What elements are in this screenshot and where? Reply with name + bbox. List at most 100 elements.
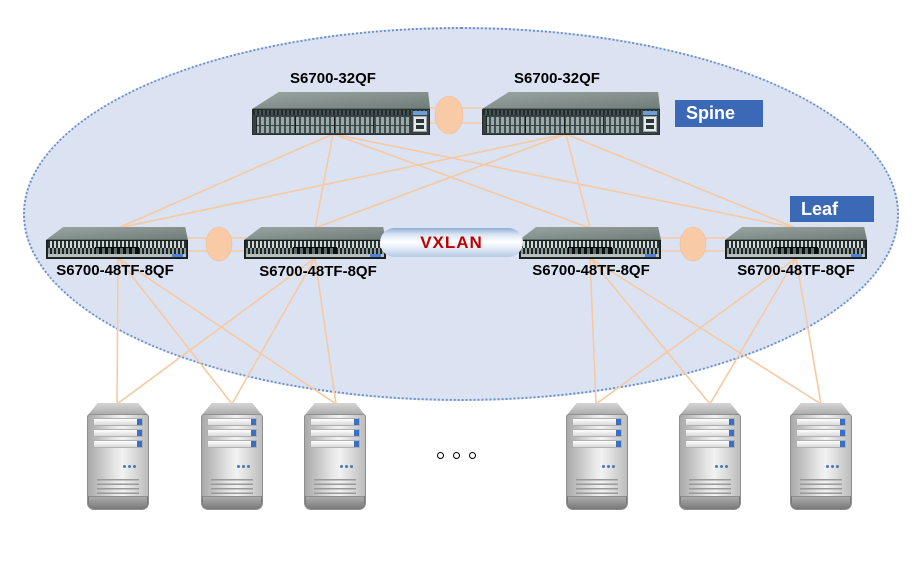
drive-bay: [796, 418, 846, 426]
drive-bay: [685, 418, 735, 426]
drive-bay: [207, 429, 257, 437]
rj45-port-row: [521, 241, 659, 248]
link-aggregation-connector: [679, 226, 707, 262]
link-aggregation-connector: [434, 95, 464, 135]
ellipsis-icon: [437, 452, 476, 459]
server-icon: [566, 403, 628, 523]
sfp-port-row: [727, 247, 865, 257]
sfp-port-row: [48, 247, 186, 257]
switch-top-face: [244, 227, 386, 240]
server-base: [88, 496, 148, 509]
switch-front-face: [244, 240, 386, 259]
brand-strip: [643, 111, 657, 115]
server-icon: [679, 403, 741, 523]
spine-switch-icon: [252, 92, 430, 135]
leaf-switch-label: S6700-48TF-8QF: [56, 262, 174, 279]
leaf-switch-icon: [244, 227, 386, 259]
server-base: [791, 496, 851, 509]
brand-chip: [645, 254, 656, 257]
server-top-cap: [88, 403, 148, 415]
spine-switch-label: S6700-32QF: [290, 70, 376, 87]
qsfp-block: [774, 247, 818, 257]
rj45-port-row: [727, 241, 865, 248]
rj45-port-row: [246, 241, 384, 248]
leaf-switch-label: S6700-48TF-8QF: [532, 262, 650, 279]
server-body: [566, 414, 628, 510]
drive-bay: [685, 440, 735, 448]
brand-chip: [851, 254, 862, 257]
server-body: [790, 414, 852, 510]
switch-front-face: [725, 240, 867, 259]
server-top-cap: [680, 403, 740, 415]
spine-switch-label: S6700-32QF: [514, 70, 600, 87]
leaf-tier-tag: Leaf: [790, 196, 874, 222]
server-top-cap: [305, 403, 365, 415]
server-body: [679, 414, 741, 510]
leaf-server-links: [116, 257, 822, 405]
vent-strip: [253, 110, 429, 115]
switch-top-face: [46, 227, 188, 240]
brand-chip: [172, 254, 183, 257]
server-icon: [87, 403, 149, 523]
mgmt-panel: [643, 116, 657, 132]
server-icon: [201, 403, 263, 523]
qsfp-block: [293, 247, 337, 257]
switch-top-face: [725, 227, 867, 240]
server-body: [304, 414, 366, 510]
bottom-strip: [521, 254, 659, 257]
drive-bay: [207, 440, 257, 448]
port-row: [486, 116, 639, 133]
server-base: [202, 496, 262, 509]
drive-bay: [572, 418, 622, 426]
server-body: [201, 414, 263, 510]
server-top-cap: [202, 403, 262, 415]
drive-bay: [310, 429, 360, 437]
drive-bay: [93, 418, 143, 426]
drive-bay: [685, 429, 735, 437]
bottom-strip: [246, 254, 384, 257]
link-aggregation-connector: [205, 226, 233, 262]
drive-bay: [93, 440, 143, 448]
drive-bay: [310, 418, 360, 426]
brand-strip: [413, 111, 427, 115]
drive-bay: [207, 418, 257, 426]
drive-bay: [572, 429, 622, 437]
led-dots: [237, 465, 250, 468]
leaf-switch-label: S6700-48TF-8QF: [259, 263, 377, 280]
switch-top-face: [519, 227, 661, 240]
led-dots: [602, 465, 615, 468]
server-icon: [304, 403, 366, 523]
drive-bay: [93, 429, 143, 437]
fabric-ellipse: [23, 27, 899, 401]
server-top-cap: [567, 403, 627, 415]
server-body: [87, 414, 149, 510]
drive-bay: [310, 440, 360, 448]
rj45-port-row: [48, 241, 186, 248]
vent-strip: [483, 110, 659, 115]
server-base: [305, 496, 365, 509]
drive-bay: [796, 440, 846, 448]
spine-tier-tag: Spine: [675, 100, 763, 127]
switch-front-face: [519, 240, 661, 259]
bottom-strip: [48, 254, 186, 257]
led-dots: [826, 465, 839, 468]
led-dots: [123, 465, 136, 468]
led-dots: [715, 465, 728, 468]
qsfp-block: [568, 247, 612, 257]
vxlan-tunnel-pill: VXLAN: [380, 228, 523, 257]
server-base: [567, 496, 627, 509]
leaf-switch-icon: [725, 227, 867, 259]
leaf-switch-icon: [46, 227, 188, 259]
sfp-port-row: [246, 247, 384, 257]
qsfp-block: [95, 247, 139, 257]
bottom-strip: [727, 254, 865, 257]
drive-bay: [572, 440, 622, 448]
brand-chip: [370, 254, 381, 257]
leaf-switch-label: S6700-48TF-8QF: [737, 262, 855, 279]
led-dots: [340, 465, 353, 468]
switch-front-face: [46, 240, 188, 259]
switch-top-face: [482, 92, 660, 109]
vxlan-label: VXLAN: [420, 232, 483, 252]
leaf-switch-icon: [519, 227, 661, 259]
